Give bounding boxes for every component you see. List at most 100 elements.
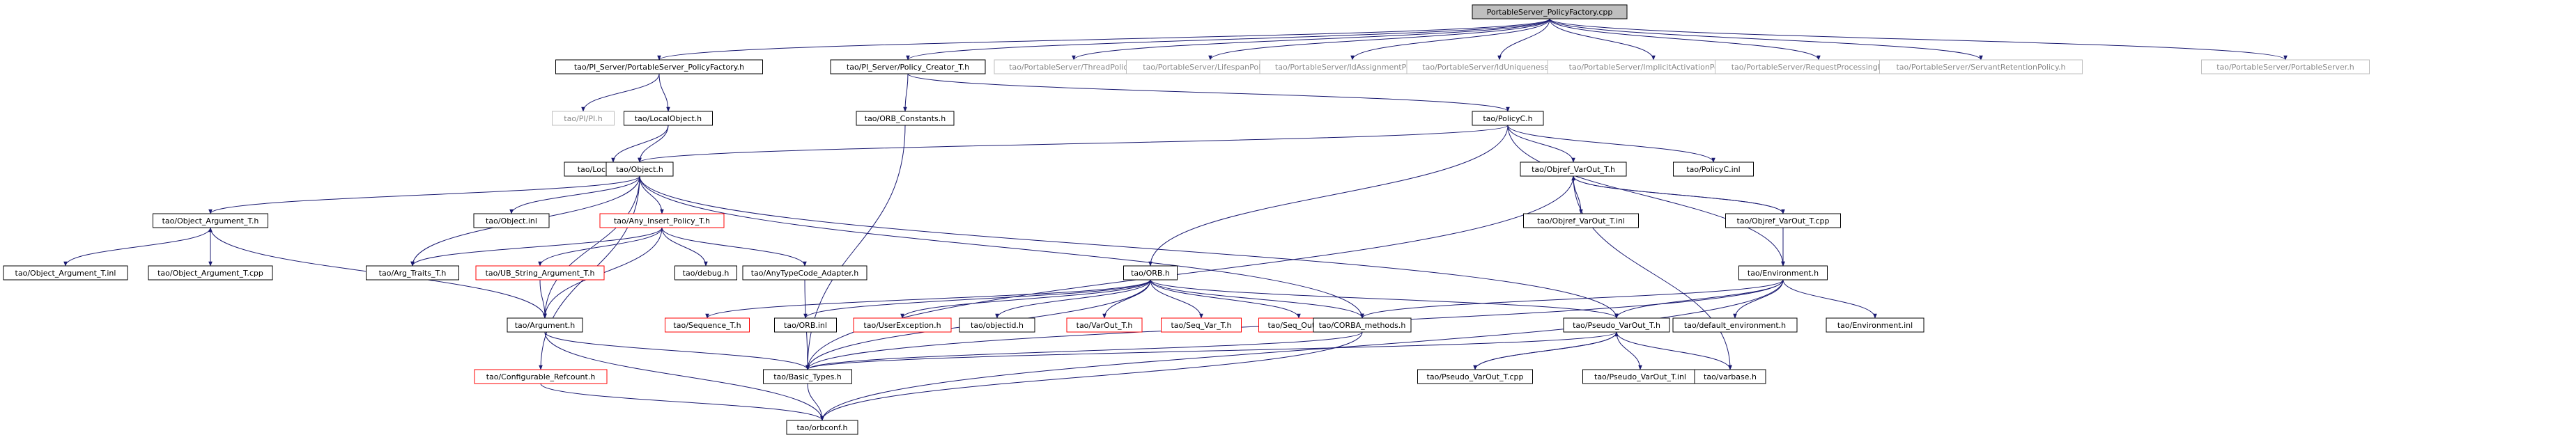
- graph-node-n11[interactable]: tao/PI/PI.h: [552, 111, 615, 126]
- edge-n30-to-n36: [995, 279, 1151, 319]
- graph-node-n41[interactable]: tao/Pseudo_VarOut_T.h: [1563, 317, 1670, 333]
- edge-n16-to-n20: [509, 175, 640, 214]
- graph-node-n14[interactable]: tao/PolicyC.h: [1472, 111, 1544, 126]
- edge-n31-to-n40: [1360, 279, 1784, 319]
- edge-n30-to-n38: [1150, 279, 1203, 319]
- node-box: [674, 265, 737, 281]
- graph-node-n27[interactable]: tao/UB_String_Argument_T.h: [475, 265, 605, 281]
- graph-node-n42[interactable]: tao/default_environment.h: [1672, 317, 1798, 333]
- graph-node-n26[interactable]: tao/Arg_Traits_T.h: [366, 265, 459, 281]
- graph-node-n37[interactable]: tao/VarOut_T.h: [1066, 317, 1143, 333]
- graph-node-n45[interactable]: tao/Basic_Types.h: [763, 369, 852, 384]
- graph-node-n44[interactable]: tao/Configurable_Refcount.h: [474, 369, 608, 384]
- node-box: [1313, 317, 1412, 333]
- edge-root-to-n7: [1549, 18, 1656, 61]
- graph-node-n17[interactable]: tao/Objref_VarOut_T.h: [1520, 161, 1627, 177]
- edge-n17-to-n48: [1573, 175, 1732, 370]
- node-label: tao/Object_Argument_T.cpp: [157, 269, 263, 278]
- graph-node-n8[interactable]: tao/PortableServer/RequestProcessingPoli…: [1715, 59, 1922, 74]
- node-label: tao/Basic_Types.h: [773, 372, 842, 381]
- graph-node-n20[interactable]: tao/Object.inl: [473, 213, 550, 228]
- node-box: [474, 369, 608, 384]
- node-box: [763, 369, 852, 384]
- node-box: [507, 317, 583, 333]
- graph-node-n28[interactable]: tao/debug.h: [674, 265, 737, 281]
- graph-node-n29[interactable]: tao/AnyTypeCode_Adapter.h: [742, 265, 867, 281]
- graph-node-n46[interactable]: tao/Pseudo_VarOut_T.cpp: [1417, 369, 1533, 384]
- node-label: tao/Object_Argument_T.h: [162, 216, 259, 226]
- graph-node-n31[interactable]: tao/Environment.h: [1738, 265, 1828, 281]
- node-box: [959, 317, 1035, 333]
- graph-node-n10[interactable]: tao/PortableServer/PortableServer.h: [2201, 59, 2370, 74]
- graph-node-n48[interactable]: tao/varbase.h: [1694, 369, 1766, 384]
- node-box: [1520, 161, 1627, 177]
- graph-node-n33[interactable]: tao/Sequence_T.h: [665, 317, 750, 333]
- graph-node-n36[interactable]: tao/objectid.h: [959, 317, 1035, 333]
- graph-node-n13[interactable]: tao/ORB_Constants.h: [856, 111, 955, 126]
- graph-node-n18[interactable]: tao/PolicyC.inl: [1673, 161, 1754, 177]
- edge-n2-to-n13: [903, 73, 909, 112]
- node-label: tao/PortableServer/ImplicitActivationPol…: [1569, 63, 1738, 72]
- node-label: tao/Sequence_T.h: [673, 321, 741, 330]
- node-box: [665, 317, 750, 333]
- graph-node-n47[interactable]: tao/Pseudo_VarOut_T.inl: [1582, 369, 1698, 384]
- graph-node-n7[interactable]: tao/PortableServer/ImplicitActivationPol…: [1547, 59, 1760, 74]
- edge-n32-to-n49: [544, 331, 824, 421]
- node-box: [1161, 317, 1242, 333]
- node-box: [153, 213, 268, 228]
- edge-n12-to-n15: [611, 125, 669, 163]
- graph-node-n34[interactable]: tao/ORB.inl: [774, 317, 837, 333]
- node-label: tao/AnyTypeCode_Adapter.h: [751, 269, 859, 278]
- node-box: [1563, 317, 1670, 333]
- edge-n21-to-n26: [410, 227, 663, 267]
- graph-node-n3[interactable]: tao/PortableServer/ThreadPolicy.h: [994, 59, 1154, 74]
- graph-node-root[interactable]: PortableServer_PolicyFactory.cpp: [1472, 4, 1628, 19]
- edge-n14-to-n18: [1507, 125, 1715, 163]
- node-label: tao/PI/PI.h: [564, 114, 602, 123]
- node-label: tao/UserException.h: [863, 321, 941, 330]
- node-box: [606, 161, 674, 177]
- edge-n16-to-n32: [543, 175, 640, 319]
- graph-node-n43[interactable]: tao/Environment.inl: [1826, 317, 1925, 333]
- graph-node-n49[interactable]: tao/orbconf.h: [786, 420, 858, 435]
- graph-node-n40[interactable]: tao/CORBA_methods.h: [1313, 317, 1412, 333]
- graph-node-n2[interactable]: tao/PI_Server/Policy_Creator_T.h: [830, 59, 986, 74]
- edge-n30-to-n40: [1150, 279, 1364, 319]
- node-box: [1694, 369, 1766, 384]
- graph-node-n25[interactable]: tao/Object_Argument_T.cpp: [148, 265, 273, 281]
- edge-n13-to-n45: [805, 125, 906, 370]
- node-box: [552, 111, 615, 126]
- edge-n30-to-n33: [705, 279, 1151, 319]
- graph-node-n24[interactable]: tao/Object_Argument_T.inl: [3, 265, 128, 281]
- graph-node-n30[interactable]: tao/ORB.h: [1123, 265, 1178, 281]
- graph-node-n23[interactable]: tao/Objref_VarOut_T.cpp: [1725, 213, 1841, 228]
- edge-n31-to-n49: [820, 279, 1784, 421]
- edge-n31-to-n43: [1782, 279, 1877, 319]
- edge-n19-to-n24: [63, 227, 211, 267]
- graph-node-n32[interactable]: tao/Argument.h: [507, 317, 583, 333]
- graph-node-n38[interactable]: tao/Seq_Var_T.h: [1161, 317, 1242, 333]
- graph-node-n9[interactable]: tao/PortableServer/ServantRetentionPolic…: [1879, 59, 2083, 74]
- graph-node-n22[interactable]: tao/Objref_VarOut_T.inl: [1523, 213, 1639, 228]
- edge-root-to-n5: [1350, 18, 1550, 61]
- edge-root-to-n10: [1549, 18, 2288, 61]
- node-label: tao/PortableServer/PortableServer.h: [2216, 63, 2354, 72]
- edge-n30-to-n35: [900, 279, 1151, 319]
- graph-node-n35[interactable]: tao/UserException.h: [853, 317, 952, 333]
- edges-layer: [63, 18, 2288, 421]
- node-box: [774, 317, 837, 333]
- edge-n30-to-n34: [803, 279, 1151, 319]
- graph-node-n21[interactable]: tao/Any_Insert_Policy_T.h: [599, 213, 725, 228]
- edge-n31-to-n42: [1733, 279, 1784, 319]
- graph-node-n19[interactable]: tao/Object_Argument_T.h: [153, 213, 268, 228]
- node-box: [1066, 317, 1143, 333]
- graph-node-n4[interactable]: tao/PortableServer/LifespanPolicy.h: [1126, 59, 1295, 74]
- graph-node-n6[interactable]: tao/PortableServer/IdUniquenessPolicy.h: [1406, 59, 1593, 74]
- graph-node-n16[interactable]: tao/Object.h: [606, 161, 674, 177]
- graph-node-n12[interactable]: tao/LocalObject.h: [624, 111, 713, 126]
- node-box: [786, 420, 858, 435]
- node-box: [2201, 59, 2370, 74]
- graph-node-n1[interactable]: tao/PI_Server/PortableServer_PolicyFacto…: [555, 59, 763, 74]
- edge-n17-to-n45: [805, 175, 1574, 370]
